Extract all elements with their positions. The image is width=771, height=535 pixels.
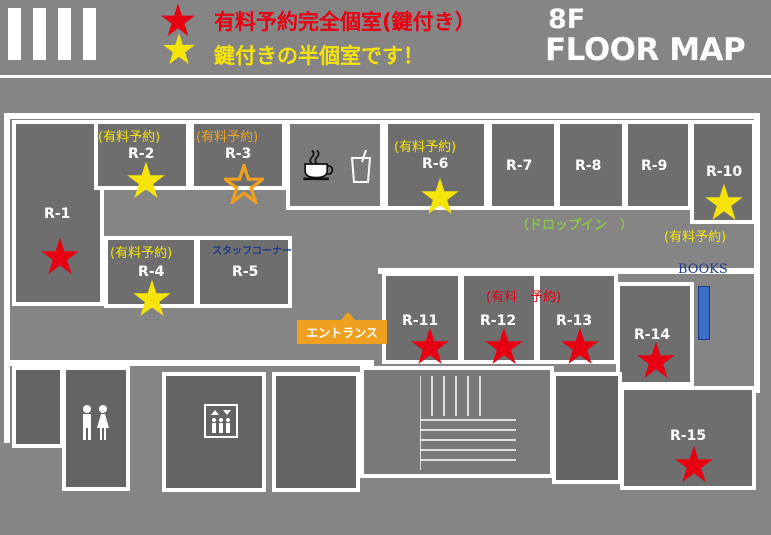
legend-red-text: 有料予約完全個室(鍵付き） <box>214 10 476 34</box>
star-red-icon <box>410 326 450 366</box>
map-title: FLOOR MAP <box>545 32 746 68</box>
room-r3-label: R-3 <box>225 146 252 162</box>
star-red-icon <box>674 444 714 484</box>
outer-wall-right <box>754 113 760 393</box>
star-yellow-icon <box>126 160 166 200</box>
room-r4-paid-note: (有料予約) <box>110 246 173 261</box>
floor-plan: R-1 (有料予約) R-2 (有料予約) R-3 (有料予約) R-6 R-7… <box>0 80 771 535</box>
room-r13-label: R-13 <box>556 313 593 329</box>
room-r14-label: R-14 <box>634 327 671 343</box>
corridor-wall <box>4 360 374 366</box>
room-r2-label: R-2 <box>128 146 155 162</box>
outer-wall-left <box>4 113 10 443</box>
header-divider <box>0 75 771 78</box>
staff-corner-note: スタッフコーナー <box>212 246 292 257</box>
room-r8-label: R-8 <box>575 158 602 174</box>
star-yellow-icon <box>420 176 460 216</box>
room-r9-label: R-9 <box>641 158 668 174</box>
room-r6-label: R-6 <box>422 156 449 172</box>
room-r8[interactable] <box>556 120 626 210</box>
drink-glass-icon <box>350 149 372 184</box>
entrance-sign: エントランス <box>297 320 387 344</box>
room-r15-label: R-15 <box>670 428 707 444</box>
legend-red-star-icon <box>160 2 196 38</box>
star-red-icon <box>484 326 524 366</box>
room-r11-label: R-11 <box>402 313 439 329</box>
room-r12-r13-paid-note: (有料 予約) <box>486 290 562 305</box>
logo-bar <box>8 8 21 60</box>
outer-wall-top <box>4 113 756 119</box>
star-yellow-icon <box>704 182 744 222</box>
logo-bar <box>83 8 96 60</box>
room-r3-paid-note: (有料予約) <box>196 130 259 145</box>
coffee-cup-icon <box>300 146 334 182</box>
stairs <box>419 376 516 470</box>
star-red-icon <box>40 236 80 276</box>
cafe-area <box>286 120 384 210</box>
header: 有料予約完全個室(鍵付き） 鍵付きの半個室です！ 8F FLOOR MAP <box>0 0 771 78</box>
room-r1-label: R-1 <box>44 206 71 222</box>
legend-yellow-text: 鍵付きの半個室です！ <box>214 44 424 68</box>
restroom-icon <box>80 404 110 444</box>
star-red-icon <box>560 326 600 366</box>
room-r13[interactable] <box>536 272 618 364</box>
room-r1[interactable] <box>12 120 104 306</box>
star-red-icon <box>636 340 676 380</box>
side-room <box>552 372 622 484</box>
room-r10-label: R-10 <box>706 164 743 180</box>
room-r4-label: R-4 <box>138 264 165 280</box>
books-label: BOOKS <box>678 262 728 277</box>
utility-room <box>272 372 360 492</box>
room-r9[interactable] <box>624 120 692 210</box>
room-r5-label: R-5 <box>232 264 259 280</box>
restroom <box>62 366 130 491</box>
room-r2-paid-note: (有料予約) <box>98 130 161 145</box>
entrance-arrow-icon <box>341 312 355 320</box>
elevator-icon <box>204 404 238 438</box>
floor-number: 8F <box>548 4 586 35</box>
room-r6-paid-note: (有料予約) <box>394 140 457 155</box>
room-r10-paid-note: (有料予約) <box>664 230 727 245</box>
legend-yellow-star-icon <box>162 32 196 66</box>
logo-bar <box>58 8 71 60</box>
star-orange-outline-icon <box>220 160 268 207</box>
books-shelf <box>698 286 710 340</box>
storage-room <box>12 366 64 448</box>
room-r12-label: R-12 <box>480 313 517 329</box>
drop-in-note: （ドロップイン ） <box>516 218 634 233</box>
room-r5[interactable] <box>196 236 292 308</box>
inner-wall <box>378 268 756 274</box>
logo-bar <box>33 8 46 60</box>
room-r7-label: R-7 <box>506 158 533 174</box>
star-yellow-icon <box>132 278 172 318</box>
